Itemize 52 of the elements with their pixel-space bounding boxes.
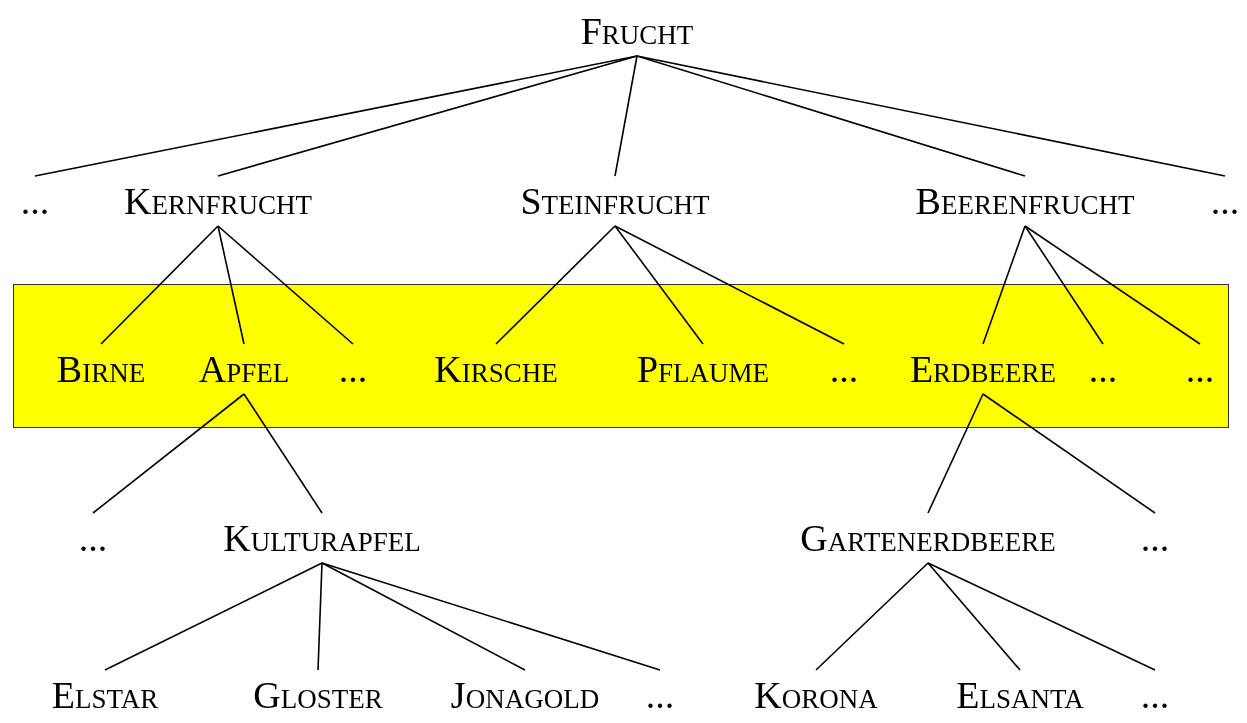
branch-line	[927, 562, 1021, 671]
term-label: ...	[1084, 344, 1122, 394]
term-label: ...	[641, 670, 679, 720]
branch-line	[92, 393, 245, 514]
term-label: ...	[825, 344, 863, 394]
branch-line	[815, 562, 929, 671]
branch-line	[982, 225, 1026, 345]
branch-line	[317, 562, 323, 671]
branch-line	[100, 225, 219, 345]
term-label: Gloster	[249, 670, 387, 720]
term-label: ...	[1136, 670, 1174, 720]
term-label: Elsanta	[952, 670, 1088, 720]
term-label: ...	[334, 344, 372, 394]
term-label: Frucht	[576, 6, 698, 56]
branch-line	[614, 55, 638, 177]
branch-line	[614, 225, 845, 345]
branch-line	[34, 55, 638, 177]
term-label: Kulturapfel	[219, 513, 425, 563]
branch-line	[243, 393, 323, 514]
term-label: ...	[1206, 176, 1244, 226]
term-label: ...	[1181, 344, 1219, 394]
branch-line	[636, 55, 1226, 177]
term-label: Apfel	[194, 344, 294, 394]
branch-line	[104, 562, 323, 671]
term-label: Beerenfrucht	[911, 176, 1139, 226]
branch-line	[636, 55, 1026, 177]
term-label: Elstar	[47, 670, 163, 720]
branch-line	[927, 393, 984, 514]
term-label: Birne	[52, 344, 150, 394]
term-label: Steinfrucht	[516, 176, 714, 226]
branch-line	[982, 393, 1156, 514]
term-label: ...	[16, 176, 54, 226]
term-label: Kirsche	[430, 344, 562, 394]
branch-line	[1024, 225, 1104, 345]
term-label: Kernfrucht	[120, 176, 316, 226]
term-label: Jonagold	[446, 670, 604, 720]
branch-line	[217, 55, 638, 177]
branch-line	[1024, 225, 1201, 345]
term-label: Korona	[750, 670, 882, 720]
branch-line	[927, 562, 1156, 671]
branch-line	[495, 225, 616, 345]
branch-line	[321, 562, 661, 671]
term-label: Erdbeere	[905, 344, 1061, 394]
highlight-band	[13, 284, 1229, 428]
term-label: Gartenerdbeere	[796, 513, 1060, 563]
branch-line	[217, 225, 354, 345]
branch-line	[614, 225, 704, 345]
term-label: Pflaume	[632, 344, 774, 394]
branch-line	[217, 225, 245, 345]
term-label: ...	[1136, 513, 1174, 563]
branch-line	[321, 562, 526, 671]
term-label: ...	[74, 513, 112, 563]
